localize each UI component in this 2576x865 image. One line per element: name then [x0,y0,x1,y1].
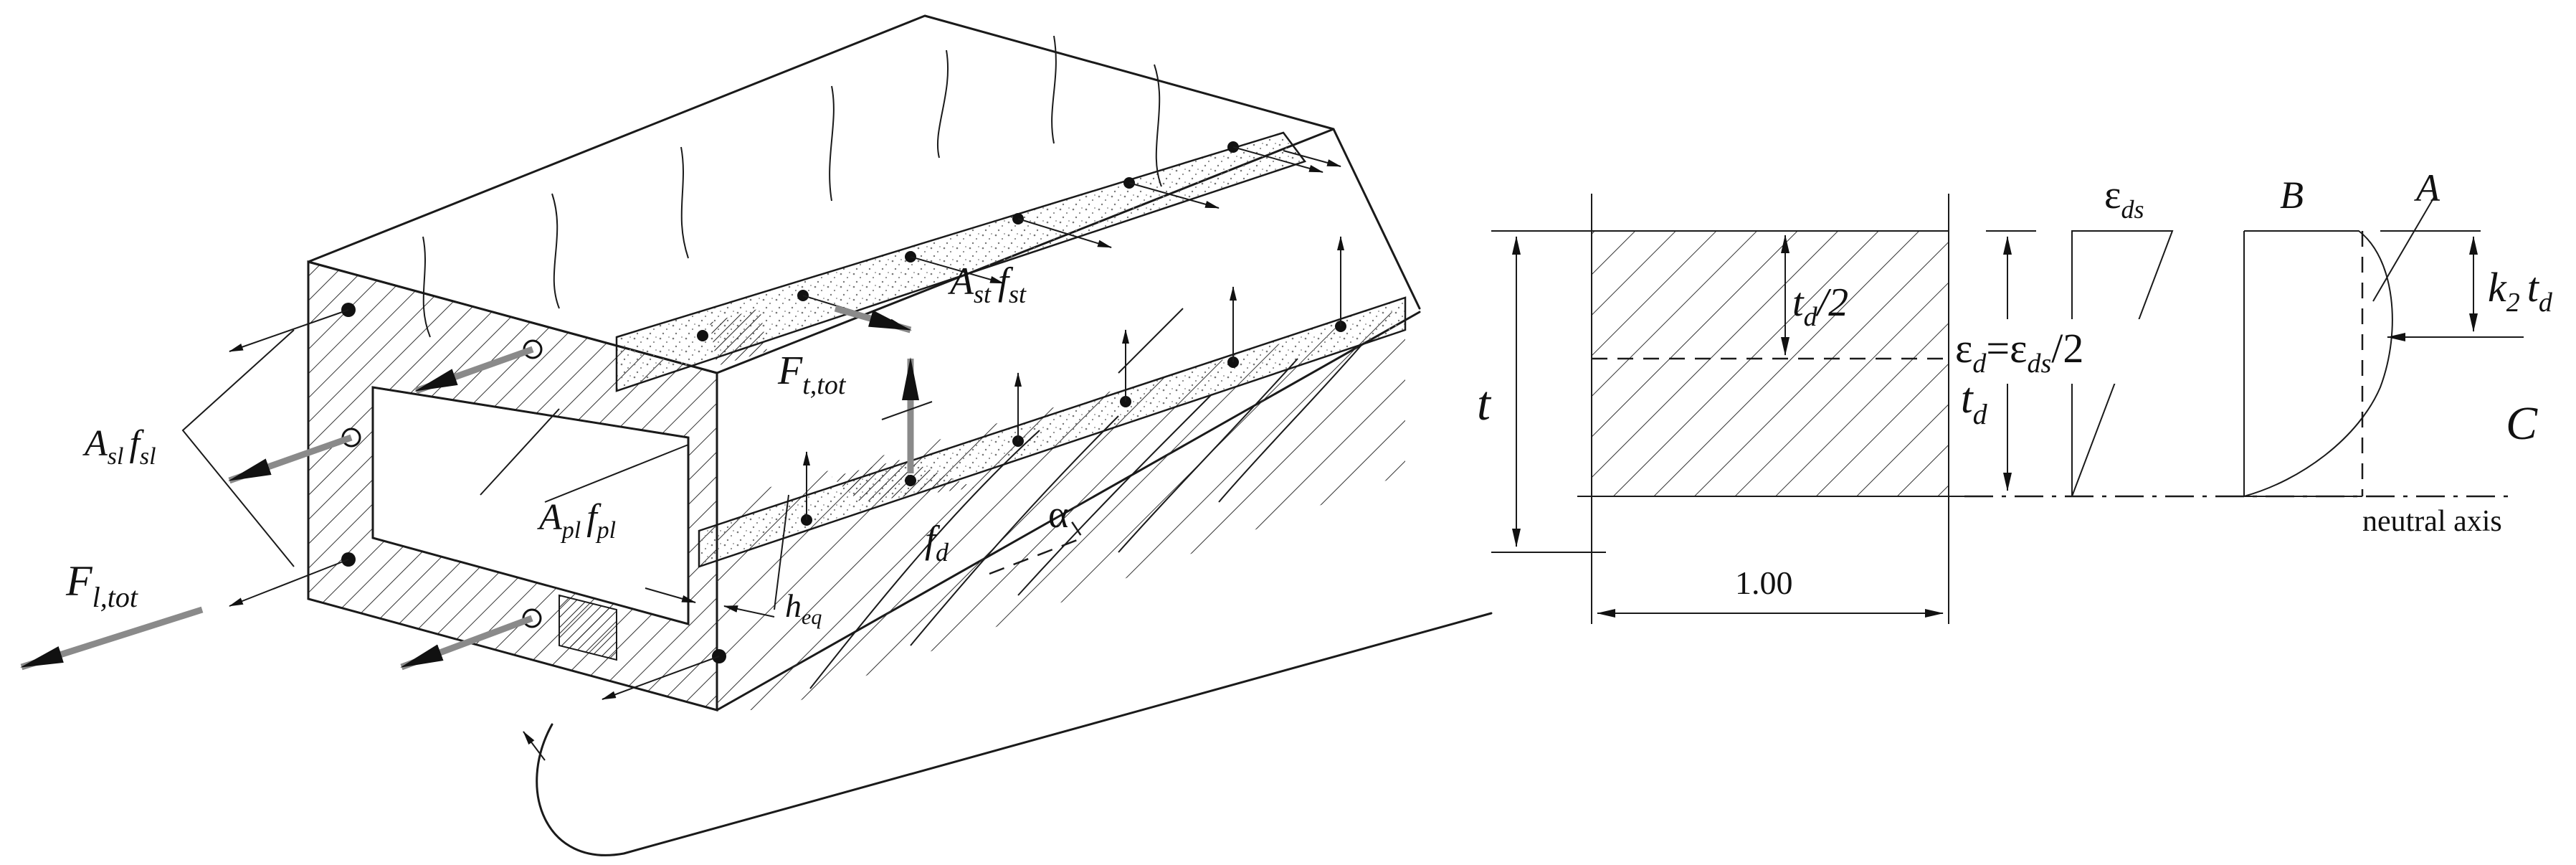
inner-hole-edge [372,386,689,439]
F-l-tot-label: Fl,tot [65,557,138,613]
h-eq-arrow-b [723,605,775,618]
strain-diagram: εds εd=εds/2 [1950,173,2287,497]
dense-patch-web [832,459,975,502]
top-flange-strip [615,131,1307,392]
longitudinal-force-arrows [228,309,720,700]
alpha-angle [989,516,1084,575]
torsion-arrow-head [523,731,546,761]
dense-patch-top [710,308,767,366]
B-label: B [2280,174,2304,217]
wall-section: t td/2 td 1.00 [1477,194,2509,624]
side-face-wide-hatch [717,308,1405,710]
diagonal-cracks-side [809,344,1363,689]
top-face-far-edge [924,14,1334,131]
A-leader [2372,197,2435,302]
stress-block-outline [2243,230,2393,497]
F-l-tot-arrow [20,606,204,671]
width-label: 1.00 [1735,564,1793,601]
crack-lines-top [422,35,1162,338]
t-label: t [1477,376,1492,430]
td-label: td [1961,374,1988,430]
leader-lines [181,308,1184,610]
C-label: C [2506,397,2538,450]
A-st-f-st-arrow [834,305,912,334]
eps-d-label-bg [1950,319,2287,384]
eps-d-label: εd=εds/2 [1955,325,2083,379]
dense-patch-bottom [559,594,617,661]
neutral-axis-label: neutral axis [2362,505,2502,538]
h-eq-arrow-a [645,587,696,603]
eps-ds-label: εds [2104,173,2144,224]
wall-hatched-area [1592,231,1949,496]
F-t-tot-label: Ft,tot [777,349,847,400]
torsion-curved-arrow [536,612,1493,856]
A-label: A [2414,166,2440,209]
h-eq-label: heq [785,587,822,629]
alpha-label: α [1048,493,1068,536]
td-half-label: td/2 [1792,280,1848,332]
